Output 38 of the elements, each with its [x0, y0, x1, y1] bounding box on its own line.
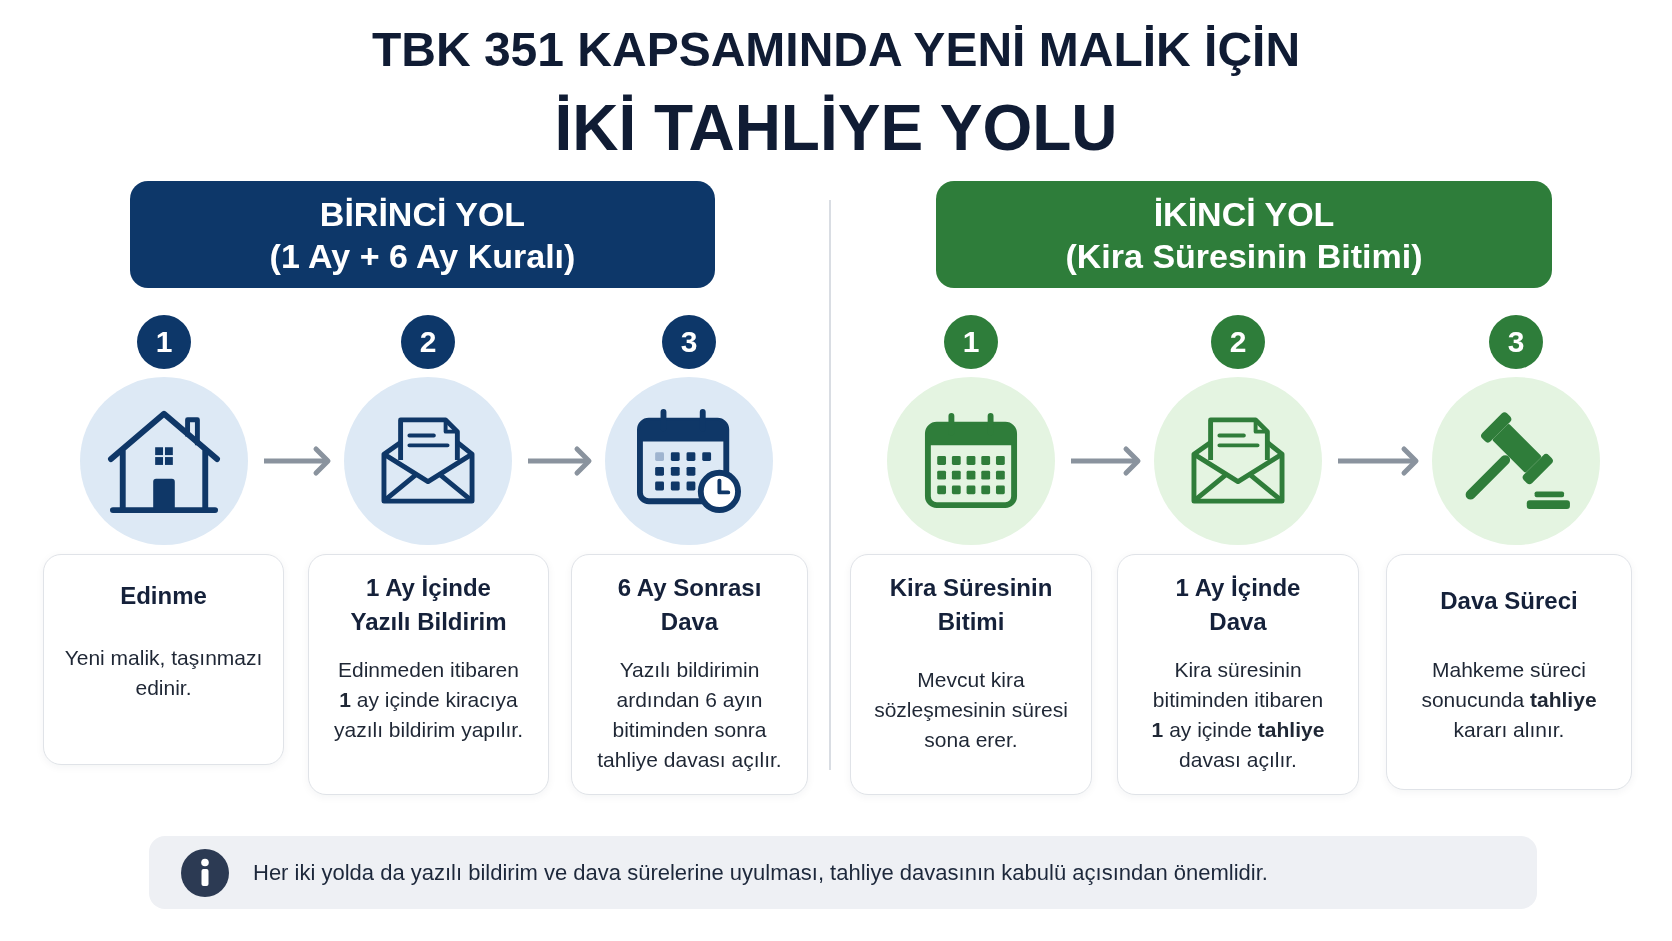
step-number-badge: 3 [1489, 315, 1543, 369]
step-number-badge: 2 [401, 315, 455, 369]
step-card [571, 554, 808, 795]
step-description: Yeni malik, taşınmazı edinir. [63, 645, 264, 701]
step-description: Kira süresinin bitiminden itibaren 1 ay içinde tahliye davası açılır. [1150, 657, 1326, 773]
step-card [850, 554, 1092, 795]
page-title-main: İKİ TAHLİYE YOLU [554, 91, 1118, 166]
step-description: Mevcut kira sözleşmesinin süresi sona erer. [873, 667, 1069, 753]
step-title: Kira Süresinin Bitimi [888, 573, 1054, 637]
step-title: Edinme [120, 581, 207, 611]
step-number-badge: 1 [944, 315, 998, 369]
section-title: İKİNCİ YOL [1153, 193, 1335, 235]
step-number-badge: 2 [1211, 315, 1265, 369]
section-subtitle: (Kira Süresinin Bitimi) [1065, 235, 1423, 277]
section-header-banner [936, 181, 1552, 288]
step-card [1386, 554, 1632, 790]
step-title: 6 Ay Sonrası Dava [616, 573, 763, 637]
arrow [264, 446, 331, 476]
arrow [1338, 446, 1419, 476]
page-title: TBK 351 KAPSAMINDA YENİ MALİK İÇİN [371, 22, 1301, 78]
step-description: Edinmeden itibaren 1 ay içinde kiracıya yazılı bildirim yapılır. [332, 657, 525, 743]
step-title: Dava Süreci [1440, 586, 1578, 616]
step-title: 1 Ay İçinde Dava [1174, 573, 1302, 637]
arrow [1071, 446, 1141, 476]
info-bar [149, 836, 1537, 909]
step-description: Yazılı bildirimin ardından 6 ayın bitiminden sonra tahliye davası açılır. [596, 657, 783, 773]
step-title: 1 Ay İçinde Yazılı Bildirim [349, 573, 508, 637]
step-card [43, 554, 284, 765]
section-header-banner [130, 181, 715, 288]
step-card [1117, 554, 1359, 795]
step-card [308, 554, 549, 795]
info-note: Her iki yolda da yazılı bildirim ve dava sürelerine uyulması, tahliye davasının kabulü açısından önemlidir. [253, 858, 1268, 887]
step-description: Mahkeme süreci sonucunda tahliye kararı alınır. [1420, 657, 1598, 743]
section-title: BİRİNCİ YOL [319, 193, 526, 235]
step-number-badge: 3 [662, 315, 716, 369]
step-number-badge: 1 [137, 315, 191, 369]
arrow [528, 446, 592, 476]
section-subtitle: (1 Ay + 6 Ay Kuralı) [269, 235, 576, 277]
